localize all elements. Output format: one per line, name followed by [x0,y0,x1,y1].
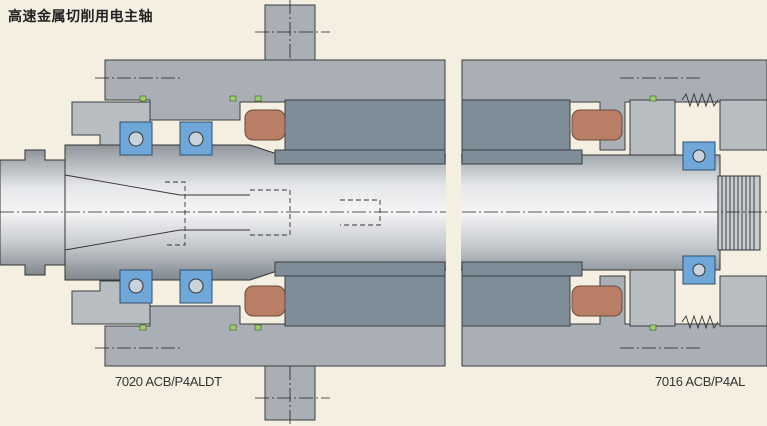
rear-bearing-label: 7016 ACB/P4AL [655,374,746,389]
windings [244,109,623,317]
diagram-title: 高速金属切削用电主轴 [8,9,153,25]
rear-bearings [682,141,716,285]
shaft-thread [717,175,761,251]
shaft [64,144,721,281]
break-gap [446,55,461,371]
tool-holder [0,149,66,276]
stator [274,99,583,327]
front-bearing-label: 7020 ACB/P4ALDT [115,374,222,389]
front-bearings [119,121,213,304]
housing [71,4,767,421]
o-rings [139,95,657,331]
springs [681,92,719,330]
